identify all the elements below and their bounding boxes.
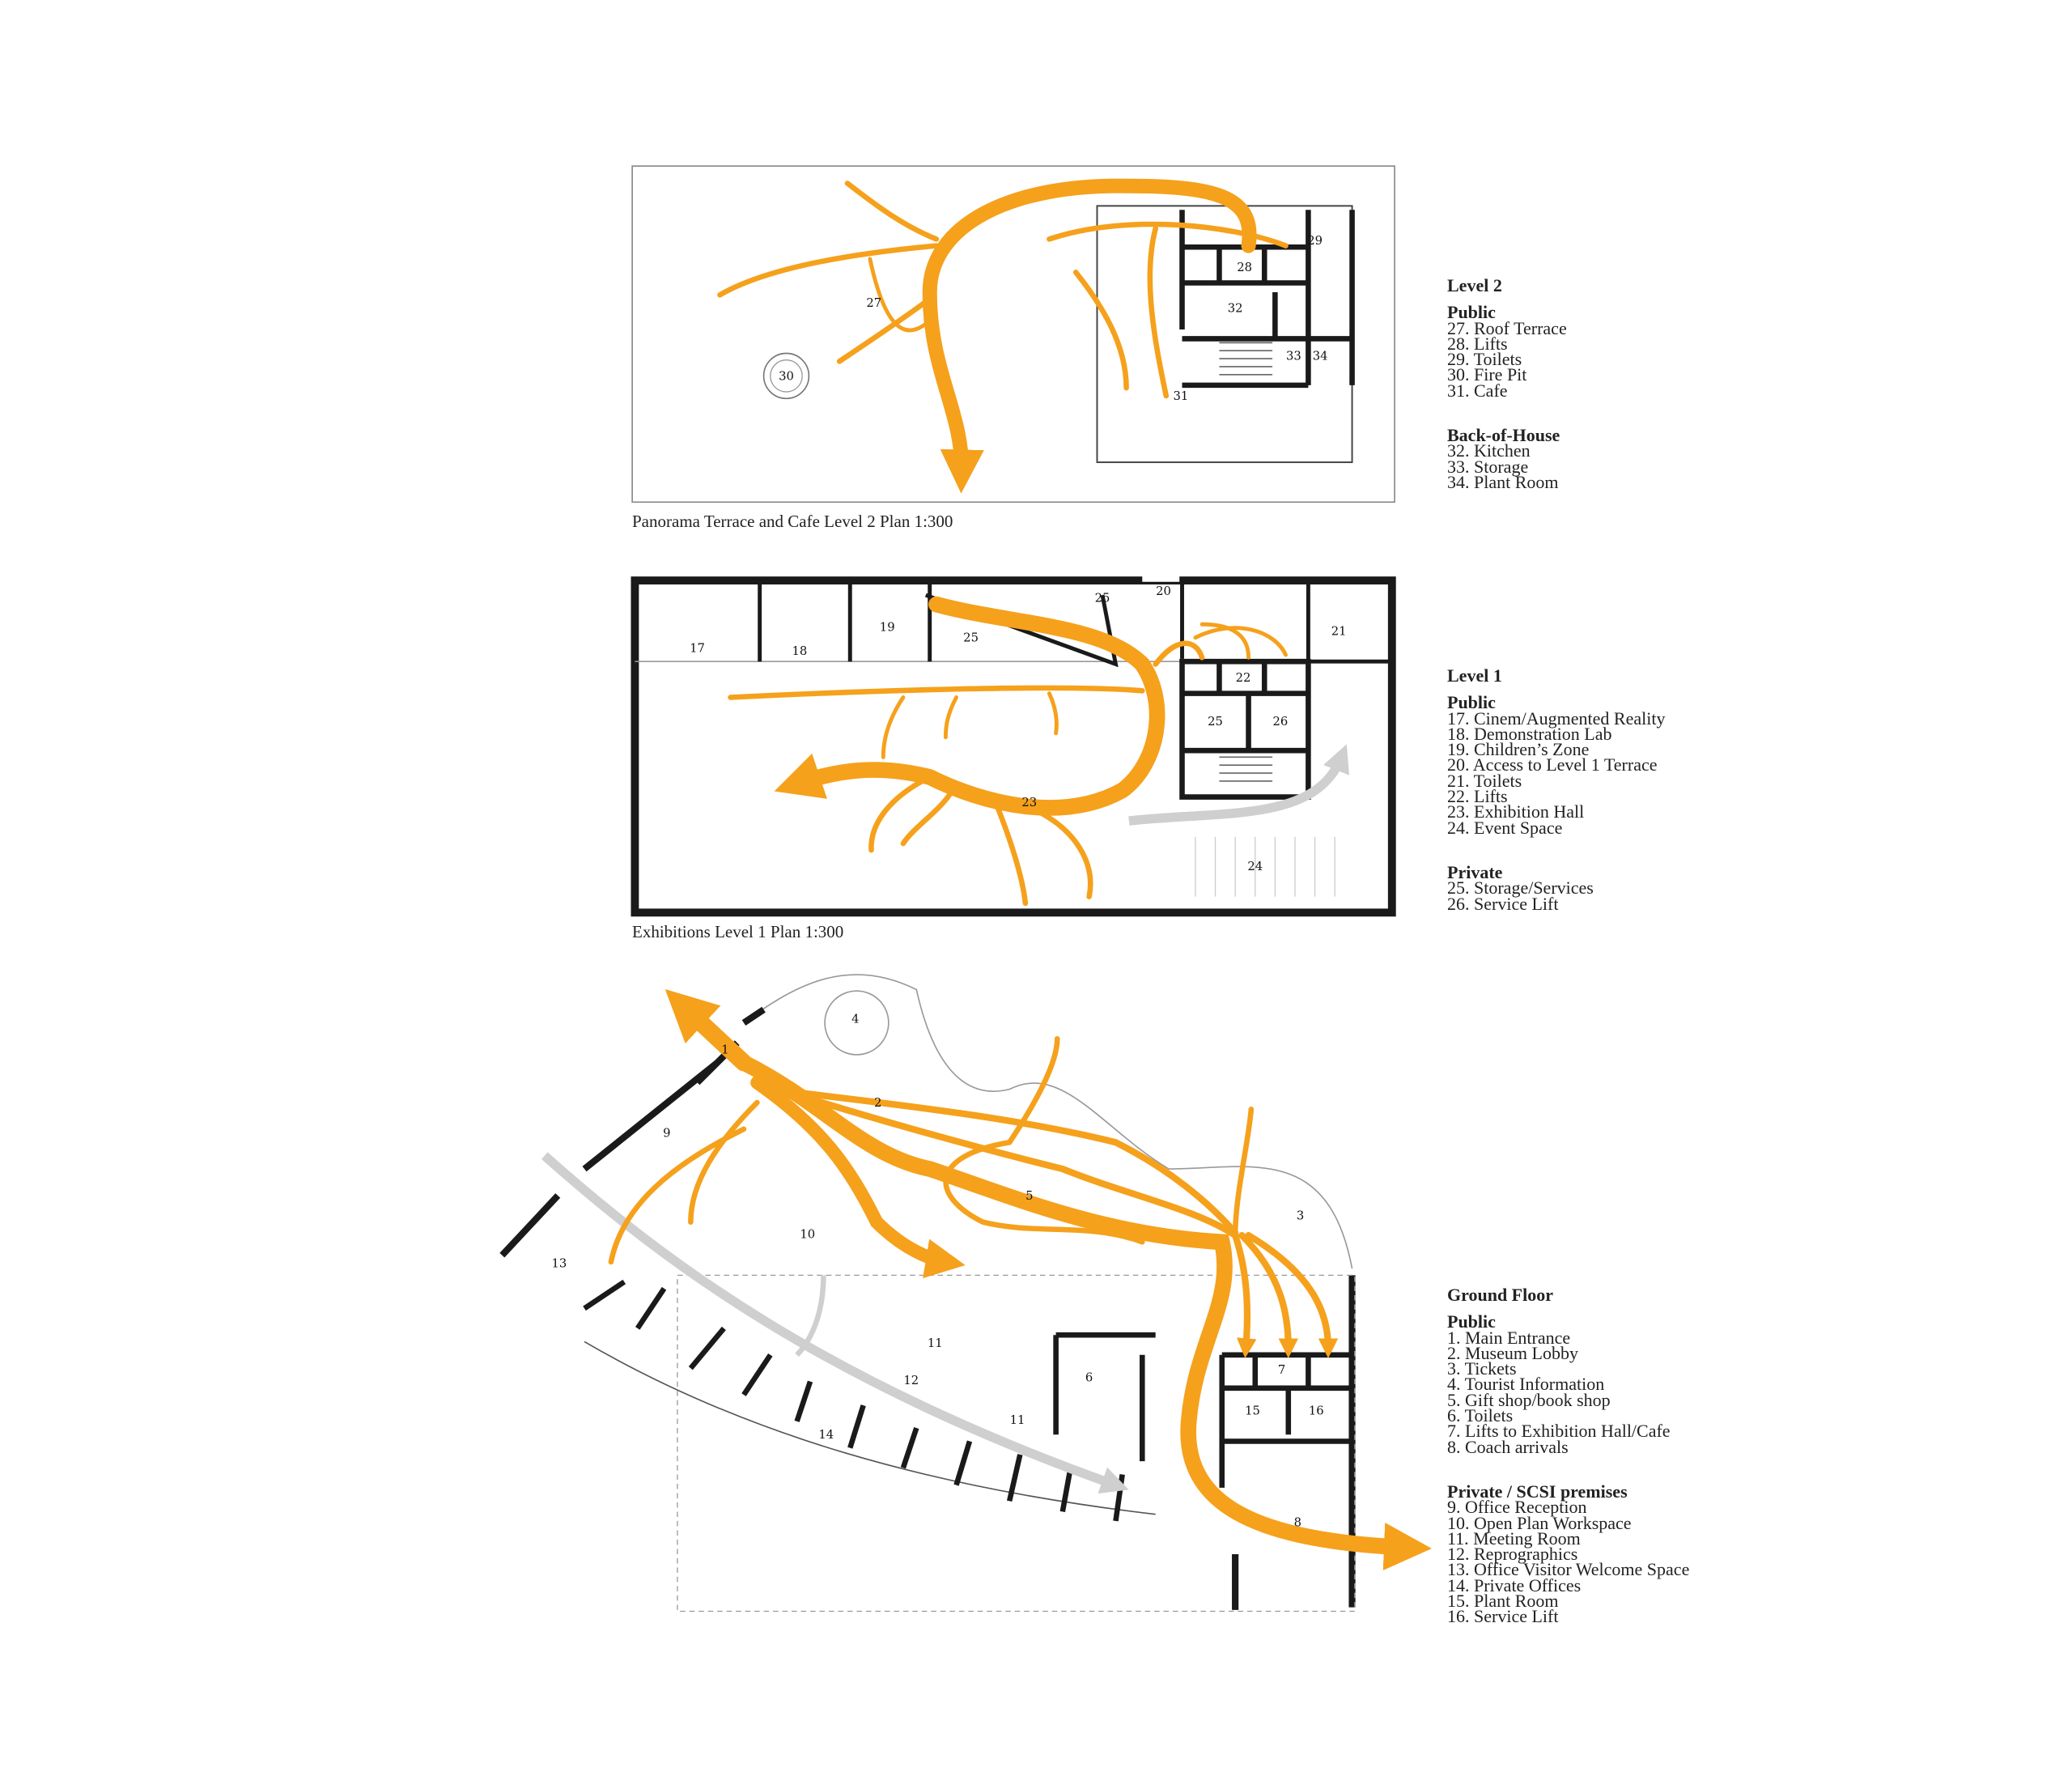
legend-item: 18. Demonstration Lab [1447, 723, 1612, 744]
room-number-label: 12 [903, 1374, 919, 1387]
legend-item: 21. Toilets [1447, 770, 1522, 791]
legend-item: 22. Lifts [1447, 786, 1508, 807]
legend-item: 3. Tickets [1447, 1358, 1517, 1379]
legend-item: 14. Private Offices [1447, 1574, 1582, 1595]
room-number-label: 16 [1309, 1404, 1324, 1418]
room-number-label: 26 [1273, 715, 1289, 729]
legend-item: 32. Kitchen [1447, 440, 1531, 461]
legend-title: Ground Floor [1447, 1285, 1554, 1305]
legend-heading: Public [1447, 1311, 1496, 1332]
legend-item: 11. Meeting Room [1447, 1527, 1581, 1549]
legend-heading: Back-of-House [1447, 425, 1560, 446]
ground-secondary-flow [541, 1152, 1129, 1494]
room-number-label: 8 [1294, 1515, 1301, 1529]
legend-item: 19. Children’s Zone [1447, 739, 1590, 760]
room-number-label: 17 [690, 642, 705, 656]
legend-item: 6. Toilets [1447, 1405, 1514, 1426]
room-number-label: 6 [1085, 1371, 1093, 1385]
legend-item: 12. Reprographics [1447, 1544, 1578, 1565]
legend-item: 7. Lifts to Exhibition Hall/Cafe [1447, 1421, 1671, 1442]
room-number-label: 7 [1278, 1363, 1285, 1377]
level-2-flow-arrows [717, 178, 1289, 494]
legend-heading: Public [1447, 302, 1496, 323]
legend-item: 10. Open Plan Workspace [1447, 1512, 1632, 1533]
legend-item: 31. Cafe [1447, 380, 1508, 401]
room-number-label: 20 [1156, 584, 1171, 598]
room-number-label: 21 [1331, 624, 1347, 638]
legend-item: 1. Main Entrance [1447, 1327, 1571, 1348]
legend-item: 25. Storage/Services [1447, 877, 1594, 899]
room-number-label: 31 [1173, 389, 1188, 403]
room-number-label: 33 [1286, 350, 1301, 363]
room-number-label: 23 [1021, 796, 1037, 809]
room-number-label: 27 [866, 296, 881, 310]
legend-item: 28. Lifts [1447, 333, 1508, 354]
level-1-plan [631, 563, 1396, 917]
level-1-flow-arrows [728, 596, 1288, 907]
legend-heading: Private / SCSI premises [1447, 1481, 1628, 1502]
legend-item: 2. Museum Lobby [1447, 1342, 1578, 1363]
room-number-label: 1 [721, 1043, 728, 1056]
legend-level-1: Level 1 Public 17. Cinem/Augmented Reali… [1447, 665, 1666, 914]
room-number-label: 15 [1245, 1404, 1260, 1418]
legend-level-2: Level 2 Public 27. Roof Terrace 28. Lift… [1447, 275, 1567, 492]
room-number-label: 25 [1208, 715, 1223, 729]
room-number-label: 22 [1236, 671, 1251, 685]
legend-item: 16. Service Lift [1447, 1606, 1559, 1627]
legend-item: 33. Storage [1447, 456, 1529, 477]
room-number-label: 32 [1228, 302, 1243, 316]
legend-item: 15. Plant Room [1447, 1591, 1559, 1612]
room-number-label: 10 [800, 1227, 815, 1241]
room-number-label: 25 [963, 631, 979, 645]
legend-item: 20. Access to Level 1 Terrace [1447, 754, 1658, 775]
room-number-label: 18 [792, 644, 808, 658]
ground-floor-plan [499, 974, 1432, 1612]
legend-heading: Private [1447, 861, 1503, 882]
room-number-label: 34 [1313, 350, 1328, 363]
level-1-secondary-flow [1128, 744, 1349, 826]
room-number-label: 14 [818, 1428, 834, 1442]
level-1-caption: Exhibitions Level 1 Plan 1:300 [632, 922, 844, 941]
room-number-label: 5 [1025, 1189, 1033, 1203]
ground-flow-arrows [608, 989, 1432, 1571]
room-number-label: 9 [663, 1127, 670, 1141]
legend-ground-floor: Ground Floor Public 1. Main Entrance 2. … [1447, 1285, 1690, 1627]
legend-item: 27. Roof Terrace [1447, 317, 1567, 338]
room-number-label: 13 [551, 1257, 567, 1271]
room-number-label: 4 [851, 1013, 859, 1026]
room-number-label: 3 [1297, 1209, 1304, 1222]
room-number-label: 25 [1095, 591, 1110, 605]
level-2-caption: Panorama Terrace and Cafe Level 2 Plan 1… [632, 512, 953, 531]
legend-title: Level 2 [1447, 275, 1502, 295]
legend-item: 24. Event Space [1447, 817, 1563, 838]
legend-item: 13. Office Visitor Welcome Space [1447, 1559, 1690, 1580]
room-number-label: 29 [1307, 234, 1323, 248]
legend-item: 30. Fire Pit [1447, 364, 1527, 385]
legend-item: 9. Office Reception [1447, 1497, 1587, 1518]
room-number-label: 24 [1247, 860, 1263, 873]
room-number-label: 11 [928, 1336, 943, 1350]
room-number-label: 30 [779, 369, 794, 383]
legend-item: 26. Service Lift [1447, 893, 1559, 914]
legend-item: 17. Cinem/Augmented Reality [1447, 707, 1666, 729]
legend-heading: Public [1447, 692, 1496, 713]
legend-item: 29. Toilets [1447, 349, 1522, 370]
level-2-plan [631, 165, 1395, 503]
room-number-label: 28 [1237, 261, 1252, 274]
legend-item: 23. Exhibition Hall [1447, 801, 1585, 822]
room-number-label: 2 [874, 1096, 881, 1110]
room-number-label: 19 [880, 620, 895, 634]
room-number-label: 11 [1010, 1413, 1025, 1427]
legend-item: 34. Plant Room [1447, 471, 1559, 492]
legend-item: 8. Coach arrivals [1447, 1436, 1569, 1457]
legend-title: Level 1 [1447, 665, 1502, 686]
legend-item: 5. Gift shop/book shop [1447, 1389, 1611, 1410]
legend-item: 4. Tourist Information [1447, 1374, 1605, 1395]
